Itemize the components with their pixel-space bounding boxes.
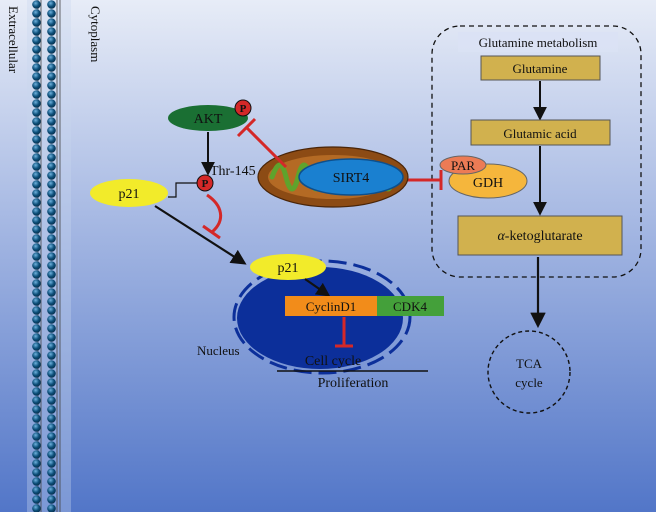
- thr145-label: Thr-145: [210, 164, 256, 179]
- glutamic-acid-label: Glutamic acid: [503, 126, 577, 141]
- glutamine-box: [480, 55, 601, 81]
- cell-membrane: [27, 0, 71, 512]
- tca-label-line2: cycle: [515, 375, 543, 390]
- nucleus: [232, 259, 412, 375]
- glutamine-metabolism-panel: Glutamine metabolism Glutamine Glutamic …: [431, 25, 642, 278]
- gdh-label: GDH: [473, 176, 503, 191]
- tca-cycle-circle: [487, 330, 571, 414]
- p21-translocation-arrow: [154, 205, 247, 265]
- sirt4-ellipse: [298, 158, 404, 196]
- sirt4-inhibits-akt: [236, 117, 288, 169]
- cdk4-box: [377, 296, 444, 316]
- p21-to-cyclind1-arrow: [304, 278, 331, 297]
- par-ellipse: [439, 155, 487, 175]
- tca-label-line1: TCA: [516, 356, 543, 371]
- akt-label: AKT: [194, 112, 223, 127]
- glutamine-metabolism-title: Glutamine metabolism: [479, 35, 598, 50]
- glutamic-acid-box: [470, 119, 611, 146]
- proliferation-label: Proliferation: [318, 376, 389, 391]
- sirt4-label: SIRT4: [333, 171, 370, 186]
- akt-phospho-label: P: [240, 103, 247, 115]
- p21-phospho-linker: [168, 182, 197, 198]
- cdk4-label: CDK4: [393, 299, 427, 314]
- akt-phospho-icon: [234, 99, 252, 117]
- p21-nucleus-ellipse: [250, 254, 326, 280]
- cyclind1-box: [285, 296, 377, 316]
- glutamine-label: Glutamine: [513, 61, 568, 76]
- cell-cycle-label: Cell cycle: [305, 354, 361, 369]
- sirt4-inhibits-gdh: [406, 170, 443, 190]
- cyclind1-cell-cycle-inhibit: [335, 317, 353, 348]
- p21-cytoplasm-ellipse: [90, 179, 168, 207]
- phospho-inhibits-translocation: [202, 193, 223, 240]
- cyclind1-label: CyclinD1: [306, 299, 357, 314]
- par-label: PAR: [451, 158, 475, 173]
- akt-ellipse: [168, 105, 248, 131]
- p21-phospho-icon: [196, 174, 214, 192]
- alpha-ketoglutarate-box: [457, 215, 623, 256]
- alpha-ketoglutarate-label: α-ketoglutarate: [497, 229, 582, 244]
- p21-phospho-label: P: [202, 178, 209, 190]
- cytoplasm-label: Cytoplasm: [88, 6, 103, 62]
- nucleus-label: Nucleus: [197, 343, 240, 358]
- extracellular-label: Extracellular: [6, 6, 21, 74]
- p21-nucleus-label: p21: [278, 261, 299, 276]
- p21-cytoplasm-label: p21: [119, 187, 140, 202]
